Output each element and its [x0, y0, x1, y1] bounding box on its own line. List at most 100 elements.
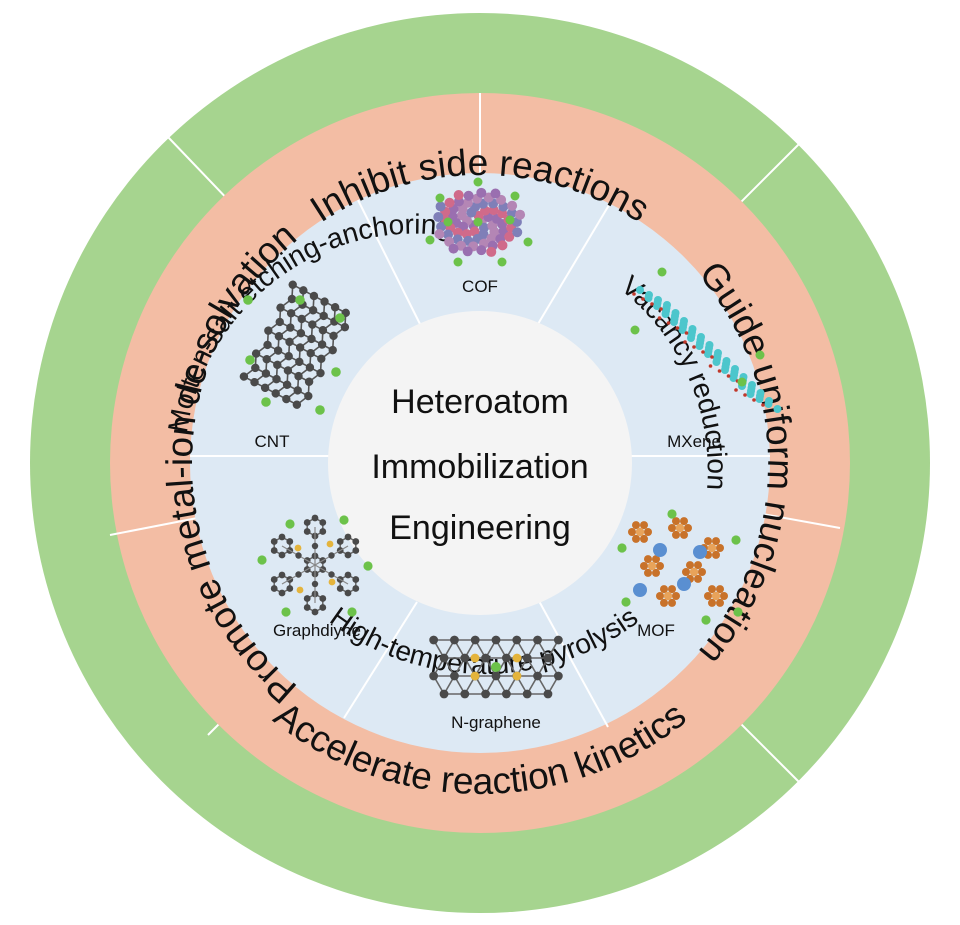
cof-atom [453, 190, 464, 201]
mof-cluster-atom [716, 598, 724, 607]
n-graphene-carbon-atom [450, 635, 459, 645]
cnt-carbon-atom [317, 354, 326, 363]
cnt-carbon-atom [274, 332, 284, 341]
inner-divider-2 [537, 199, 613, 325]
n-graphene-carbon-atom [470, 635, 480, 645]
cnt-label: CNT [255, 432, 290, 451]
cnt-structure-illustration [239, 280, 350, 415]
mxene-terminal-atom [743, 393, 747, 397]
n-graphene-carbon-atom [543, 653, 553, 663]
graphdiyne-carbon-atom [344, 589, 352, 597]
cnt-carbon-atom [306, 348, 315, 358]
mof-cluster-atom [680, 530, 688, 539]
cnt-carbon-atom [292, 400, 302, 409]
mxene-terminal-atom [726, 374, 731, 378]
cof-atom [515, 209, 526, 220]
cof-dopant-atom [510, 191, 520, 201]
mof-dopant-atom [733, 607, 743, 617]
graphdiyne-nitrogen-atom [328, 578, 336, 586]
mof-cluster-atom [708, 585, 716, 594]
graphdiyne-carbon-atom [286, 538, 294, 545]
graphdiyne-carbon-atom [319, 528, 327, 535]
cnt-carbon-atom [299, 286, 308, 295]
mof-cluster-atom [656, 562, 664, 570]
cof-dopant-atom [473, 217, 483, 227]
cnt-carbon-atom [251, 349, 261, 358]
cnt-carbon-atom [319, 311, 328, 321]
graphdiyne-carbon-atom [344, 571, 352, 579]
mof-dopant-atom [667, 509, 677, 519]
graphdiyne-dopant-atom [363, 561, 373, 571]
cnt-dopant-atom [295, 295, 305, 305]
mof-cluster-atom [698, 568, 706, 576]
cnt-dopant-atom [261, 397, 271, 407]
mxene-terminal-atom [657, 316, 662, 320]
graphdiyne-acetylene-atom [328, 552, 335, 559]
n-graphene-metal-atom [491, 662, 501, 672]
mxene-terminal-atom [675, 326, 680, 330]
cnt-dopant-atom [315, 405, 325, 415]
graphdiyne-carbon-atom [352, 547, 360, 554]
mof-cluster-atom [704, 537, 712, 546]
mxene-dopant-atom [630, 325, 640, 335]
inner-divider-5 [343, 601, 418, 719]
inner-divider-1 [357, 199, 421, 325]
graphdiyne-carbon-atom [352, 585, 360, 592]
cnt-dopant-atom [245, 355, 255, 365]
cof-atom [433, 211, 444, 222]
mxene-atom [645, 291, 653, 299]
mxene-atom [705, 341, 714, 349]
cnt-carbon-atom [261, 369, 271, 378]
mxene-terminal-atom [650, 302, 654, 306]
cnt-carbon-atom [297, 314, 306, 324]
mof-cluster-atom [682, 568, 690, 576]
mof-cluster-atom [644, 555, 652, 564]
cnt-carbon-atom [309, 291, 319, 301]
cof-label: COF [462, 277, 498, 296]
n-graphene-nitrogen-atom [512, 653, 522, 663]
n-graphene-carbon-atom [533, 671, 542, 681]
cnt-carbon-atom [316, 368, 325, 378]
graphdiyne-dopant-atom [281, 607, 291, 617]
mxene-dopant-atom [755, 350, 765, 360]
mof-cluster-atom [660, 598, 668, 607]
mof-dopant-atom [701, 615, 711, 625]
mof-cluster-atom [672, 517, 680, 526]
mof-cluster-atom [644, 568, 652, 577]
n-graphene-carbon-atom [429, 671, 439, 681]
mof-metal-node [633, 583, 647, 597]
cnt-carbon-atom [273, 360, 282, 370]
cnt-carbon-atom [340, 322, 350, 332]
graphdiyne-carbon-atom [311, 608, 319, 616]
mxene-atom [697, 333, 705, 341]
graphdiyne-carbon-atom [270, 547, 278, 554]
cof-dopant-atom [473, 177, 483, 187]
graphdiyne-carbon-atom [278, 571, 286, 579]
cnt-carbon-atom [262, 355, 271, 364]
mof-cluster-atom [668, 598, 676, 607]
mof-dopant-atom [617, 543, 627, 553]
cof-dopant-atom [425, 235, 435, 245]
n-graphene-nitrogen-atom [470, 671, 480, 681]
graphdiyne-carbon-atom [278, 533, 286, 541]
graphdiyne-carbon-atom [352, 538, 360, 545]
mof-cluster-core [663, 591, 673, 601]
cnt-carbon-atom [284, 351, 293, 361]
cnt-carbon-atom [264, 326, 273, 335]
cof-atom [476, 245, 487, 256]
mof-cluster-atom [708, 598, 716, 607]
cof-atom [448, 243, 459, 254]
cnt-carbon-atom [286, 309, 296, 318]
mof-cluster-atom [640, 562, 648, 570]
cnt-dopant-atom [335, 313, 345, 323]
n-graphene-carbon-atom [501, 689, 511, 699]
mof-cluster-core [675, 523, 685, 533]
cnt-carbon-atom [282, 380, 292, 389]
cof-dopant-atom [443, 217, 453, 227]
n-graphene-carbon-atom [533, 635, 542, 645]
n-graphene-carbon-atom [450, 671, 459, 681]
cof-atom [469, 226, 480, 237]
graphdiyne-carbon-atom [352, 576, 360, 583]
cnt-carbon-atom [330, 303, 340, 312]
mxene-atom [765, 397, 773, 405]
